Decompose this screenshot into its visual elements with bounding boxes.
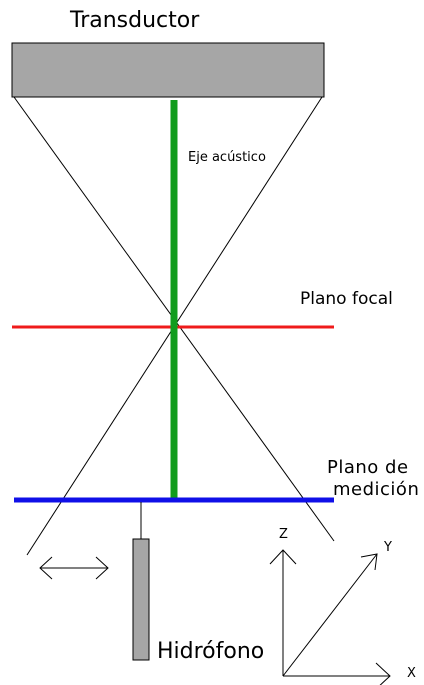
hydrophone-body xyxy=(132,538,150,661)
acoustic-axis-label: Eje acústico xyxy=(188,150,266,165)
transducer-block xyxy=(11,42,325,98)
axis-z-label: Z xyxy=(279,527,288,542)
axis-x-label: X xyxy=(407,666,416,681)
movement-double-arrow-icon xyxy=(39,556,109,580)
transducer-label: Transductor xyxy=(70,8,200,33)
coordinate-axes-icon xyxy=(269,549,391,685)
axis-y-label: Y xyxy=(384,540,392,555)
measurement-plane-label-line1: Plano de xyxy=(327,457,409,478)
focal-plane-label: Plano focal xyxy=(300,289,393,309)
measurement-plane-label-line2: medición xyxy=(333,479,420,500)
hydrophone-label: Hidrófono xyxy=(157,639,265,664)
